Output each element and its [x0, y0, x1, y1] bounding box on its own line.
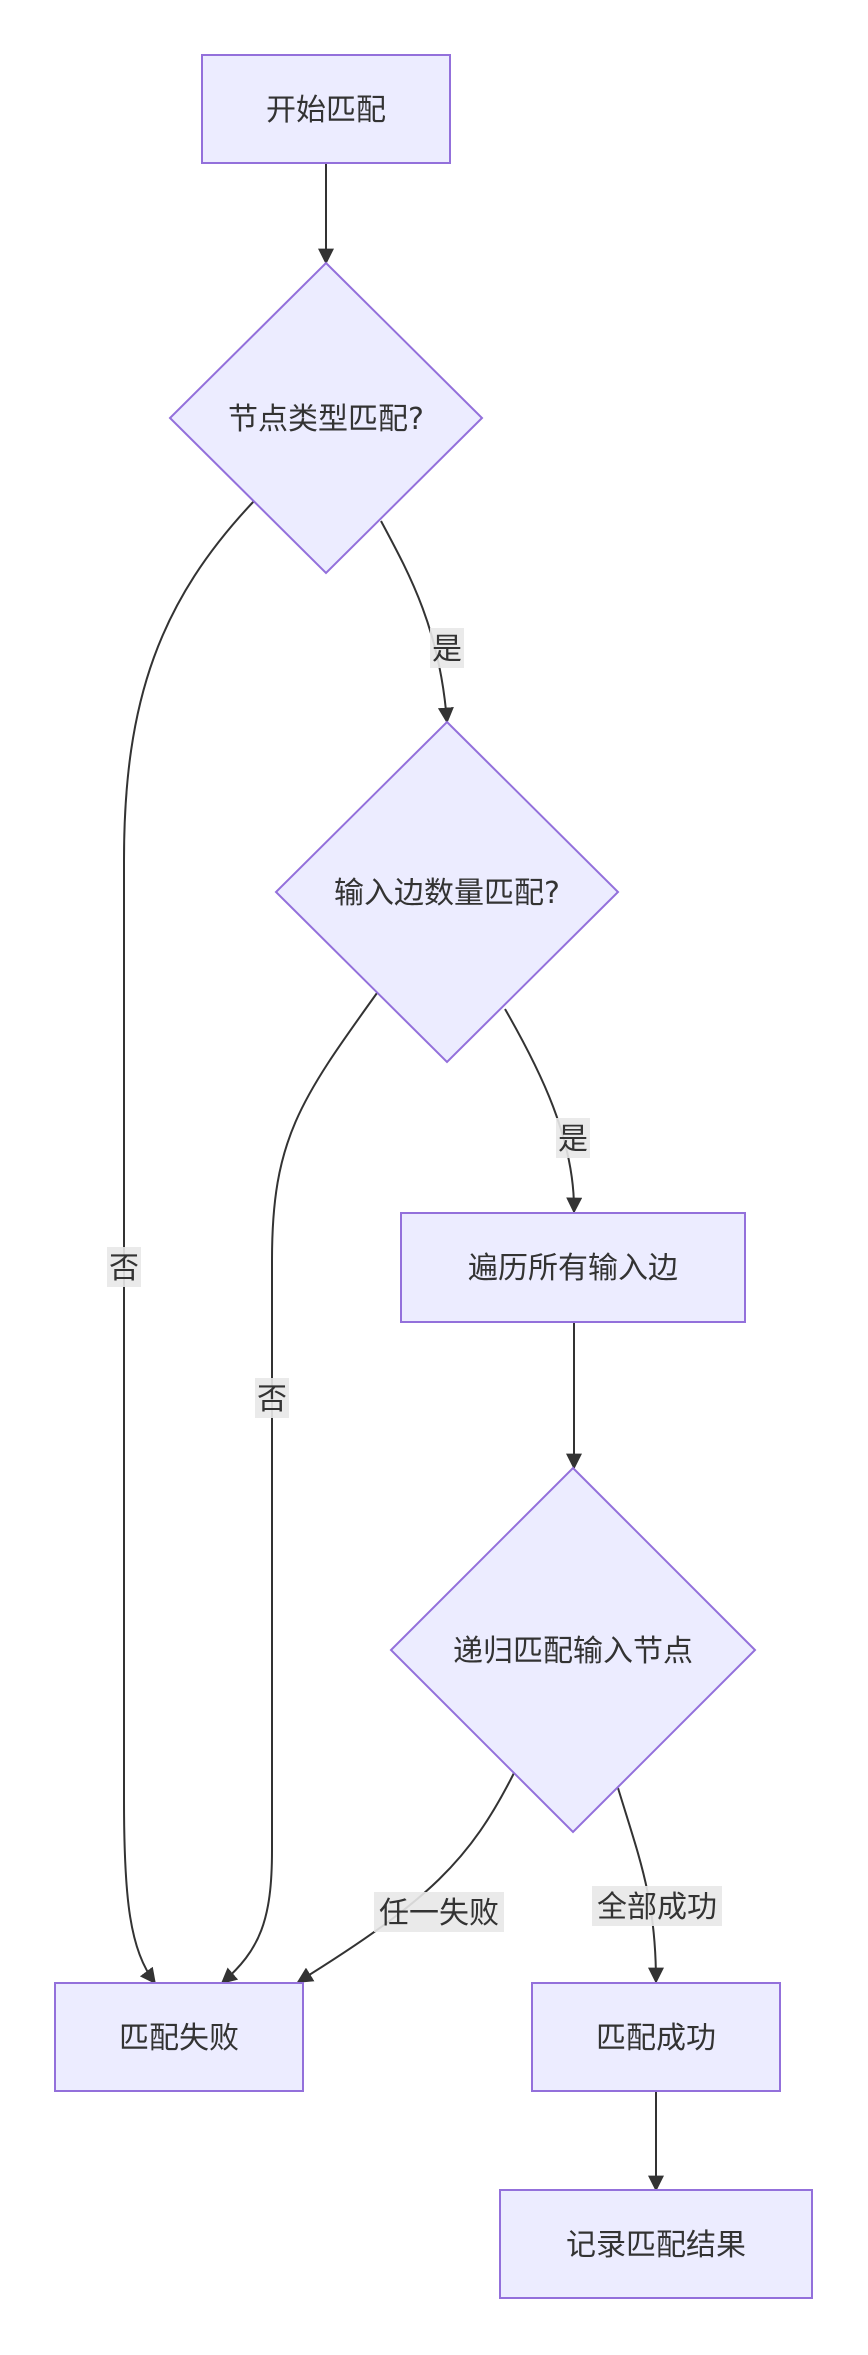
node-type-check[interactable]: 节点类型匹配?	[168, 261, 484, 575]
node-match-success-label: 匹配成功	[596, 2021, 716, 2056]
node-type-check-label: 节点类型匹配?	[228, 402, 424, 437]
edge-label-bg	[430, 628, 464, 668]
edge-label-all-success: 全部成功	[597, 1890, 717, 1925]
node-start-label: 开始匹配	[266, 93, 386, 128]
node-record-result[interactable]: 记录匹配结果	[499, 2189, 813, 2299]
node-match-success-box	[531, 1982, 781, 2092]
edge-type-check-no	[123, 499, 256, 1985]
node-recursive-match-label: 递归匹配输入节点	[453, 1634, 693, 1669]
node-recursive-match-diamond	[389, 1466, 757, 1834]
node-match-fail-box	[54, 1982, 304, 2092]
edge-count-check-no	[220, 992, 378, 1985]
node-match-success[interactable]: 匹配成功	[531, 1982, 781, 2092]
node-match-fail-label: 匹配失败	[119, 2021, 239, 2056]
node-edge-count-check-diamond	[274, 720, 620, 1064]
node-iterate-edges[interactable]: 遍历所有输入边	[400, 1212, 746, 1323]
node-start[interactable]: 开始匹配	[201, 54, 451, 164]
edge-type-check-yes	[380, 520, 454, 724]
node-edge-count-check[interactable]: 输入边数量匹配?	[274, 720, 620, 1064]
edge-label-bg	[255, 1378, 289, 1418]
node-start-box	[201, 54, 451, 164]
edge-label-bg	[556, 1118, 590, 1158]
edge-labels: 是 否 是 否 任一失败 全部成功	[107, 628, 722, 1932]
edge-label-count-no: 否	[257, 1382, 287, 1417]
node-recursive-match[interactable]: 递归匹配输入节点	[389, 1466, 757, 1834]
edge-recursive-all-success	[617, 1787, 664, 1984]
edge-label-any-fail: 任一失败	[379, 1896, 499, 1931]
edge-label-bg	[374, 1892, 504, 1932]
edge-count-check-yes	[504, 1008, 583, 1214]
node-record-result-box	[499, 2189, 813, 2299]
node-edge-count-check-label: 输入边数量匹配?	[334, 876, 560, 911]
node-record-result-label: 记录匹配结果	[566, 2228, 746, 2263]
node-type-check-diamond	[168, 261, 484, 575]
node-iterate-edges-box	[400, 1212, 746, 1323]
edge-recursive-any-fail	[296, 1772, 515, 1983]
edge-label-count-yes: 是	[558, 1122, 588, 1157]
edge-label-type-no: 否	[109, 1251, 139, 1286]
edge-label-bg	[107, 1247, 141, 1287]
edge-label-type-yes: 是	[432, 632, 462, 667]
edges	[123, 163, 664, 2192]
node-match-fail[interactable]: 匹配失败	[54, 1982, 304, 2092]
node-iterate-edges-label: 遍历所有输入边	[468, 1251, 678, 1286]
edge-label-bg	[592, 1886, 722, 1926]
